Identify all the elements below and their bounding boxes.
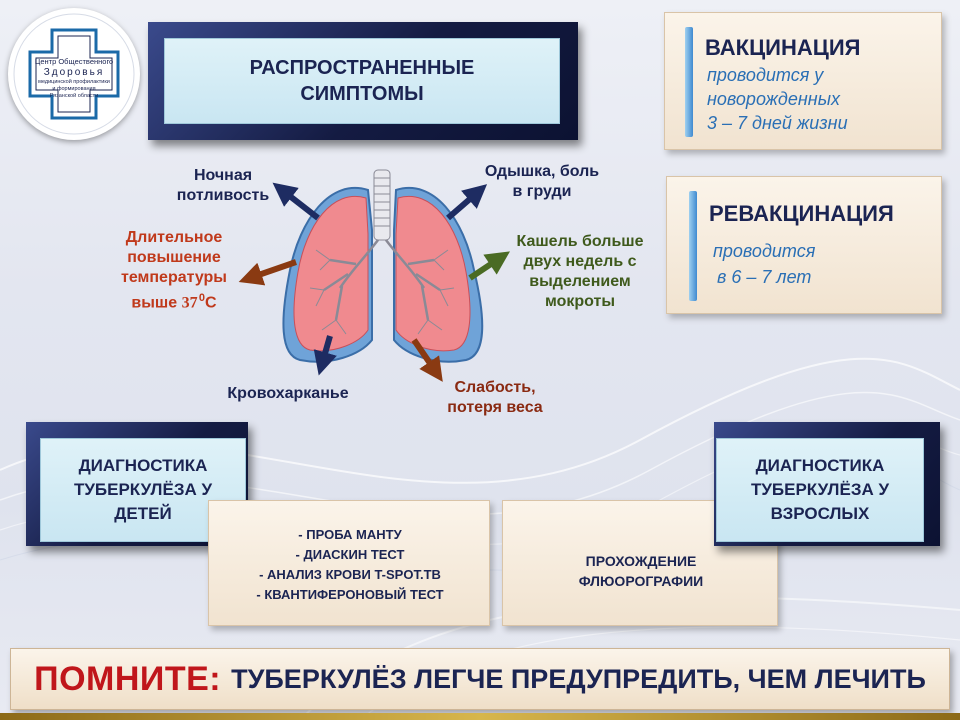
footer-remember: ПОМНИТЕ: — [34, 659, 222, 698]
footer-tagline: ТУБЕРКУЛЁЗ ЛЕГЧЕ ПРЕДУПРЕДИТЬ, ЧЕМ ЛЕЧИТ… — [231, 663, 926, 694]
symptom-fever-prefix: выше — [131, 294, 182, 312]
title-line-2: СИМПТОМЫ — [300, 83, 424, 105]
vaccination-text-2: новорожденных — [707, 89, 840, 109]
symptom-dyspnea-line-1: Одышка, боль — [484, 163, 600, 180]
revaccination-text-2: в 6 – 7 лет — [717, 267, 812, 287]
revaccination-text-1: проводится — [713, 241, 816, 261]
arrow-up-right-icon — [446, 184, 488, 221]
logo-line-2: Здоровья — [44, 67, 105, 78]
logo-line-3: медицинской профилактики — [38, 78, 110, 85]
arrow-up-left-icon — [272, 182, 320, 221]
logo: Центр Общественного Здоровья медицинской… — [8, 8, 140, 140]
title-line-1: РАСПРОСТРАНЕННЫЕ — [249, 57, 475, 79]
symptom-cough: Кашель больше двух недель с выделением м… — [498, 232, 662, 312]
arrow-right-icon — [468, 251, 510, 281]
logo-line-4: и формирования — [52, 86, 95, 92]
diag-adults-box: ДИАГНОСТИКА ТУБЕРКУЛЁЗА У ВЗРОСЛЫХ — [716, 438, 924, 542]
diag-children-line-1: ДИАГНОСТИКА — [78, 456, 208, 475]
diag-children-line-2: ТУБЕРКУЛЁЗА У — [73, 480, 213, 499]
symptom-weakness: Слабость, потеря веса — [432, 378, 558, 418]
test-diaskin: - ДИАСКИН ТЕСТ — [295, 547, 405, 562]
symptom-fever-line-1: Длительное — [125, 229, 223, 246]
symptom-night-sweat: Ночная потливость — [170, 166, 276, 206]
bronchi-icon — [323, 239, 441, 321]
arrow-down-right-icon — [411, 338, 443, 382]
symptom-cough-line-4: мокроты — [544, 293, 616, 310]
test-mantoux: - ПРОБА МАНТУ — [298, 527, 402, 542]
revaccination-box: РЕВАКЦИНАЦИЯ проводится в 6 – 7 лет — [666, 176, 942, 314]
logo-line-1: Центр Общественного — [35, 57, 113, 66]
diag-adults-line-1: ДИАГНОСТИКА — [755, 456, 885, 475]
vaccination-box: ВАКЦИНАЦИЯ проводится у новорожденных 3 … — [664, 12, 942, 150]
footer-gold-line — [0, 713, 960, 720]
symptom-cough-line-3: выделением — [529, 273, 631, 290]
adult-tests-line-2: ФЛЮОРОГРАФИИ — [578, 573, 704, 589]
vaccination-accent-bar — [685, 27, 693, 137]
diag-adults-line-3: ВЗРОСЛЫХ — [770, 504, 870, 523]
test-tspot: - АНАЛИЗ КРОВИ T-SPOT.TB — [259, 567, 441, 582]
symptom-dyspnea: Одышка, боль в груди — [470, 162, 614, 202]
revaccination-accent-bar — [689, 191, 697, 301]
symptom-fever-degree: 0 — [198, 292, 206, 304]
children-tests-list: - ПРОБА МАНТУ - ДИАСКИН ТЕСТ - АНАЛИЗ КР… — [209, 525, 491, 605]
symptom-weakness-line-2: потеря веса — [447, 399, 543, 416]
adult-tests-line-1: ПРОХОЖДЕНИЕ — [585, 553, 697, 569]
vaccination-text-3: 3 – 7 дней жизни — [707, 113, 848, 133]
symptom-fever-line-4: выше 37 0С — [106, 288, 242, 313]
lungs-illustration — [282, 169, 484, 363]
symptom-fever: Длительное повышение температуры выше 37… — [106, 228, 242, 313]
trachea-icon — [373, 169, 391, 241]
children-tests-box: - ПРОБА МАНТУ - ДИАСКИН ТЕСТ - АНАЛИЗ КР… — [208, 500, 490, 626]
logo-line-5: Рязанской области — [50, 92, 99, 99]
title-box: РАСПРОСТРАНЕННЫЕ СИМПТОМЫ — [164, 38, 560, 124]
symptom-night-sweat-line-1: Ночная — [193, 167, 253, 184]
symptom-fever-unit: С — [205, 294, 217, 312]
revaccination-title: РЕВАКЦИНАЦИЯ — [709, 201, 894, 226]
symptom-weakness-line-1: Слабость, — [454, 379, 536, 396]
symptom-fever-temp: 37 — [181, 294, 198, 312]
logo-emblem-icon: Центр Общественного Здоровья медицинской… — [13, 13, 135, 135]
test-quantiferon: - КВАНТИФЕРОНОВЫЙ ТЕСТ — [256, 587, 444, 602]
footer-banner: ПОМНИТЕ: ТУБЕРКУЛЁЗ ЛЕГЧЕ ПРЕДУПРЕДИТЬ, … — [10, 648, 950, 710]
symptom-cough-line-1: Кашель больше — [516, 233, 644, 250]
arrow-down-left-icon — [313, 335, 337, 376]
diag-adults-line-2: ТУБЕРКУЛЁЗА У — [750, 480, 890, 499]
diag-children-line-3: ДЕТЕЙ — [114, 504, 172, 523]
symptom-dyspnea-line-2: в груди — [512, 183, 572, 200]
symptom-cough-line-2: двух недель с — [523, 253, 637, 270]
symptom-night-sweat-line-2: потливость — [176, 187, 270, 204]
vaccination-text-1: проводится у — [707, 65, 824, 85]
symptom-fever-line-3: температуры — [121, 269, 227, 286]
symptom-fever-line-2: повышение — [127, 249, 221, 266]
symptom-hemoptysis: Кровохарканье — [227, 385, 349, 402]
vaccination-title: ВАКЦИНАЦИЯ — [705, 35, 861, 60]
arrow-left-icon — [238, 259, 297, 286]
adult-tests-text: ПРОХОЖДЕНИЕ ФЛЮОРОГРАФИИ — [503, 551, 779, 591]
